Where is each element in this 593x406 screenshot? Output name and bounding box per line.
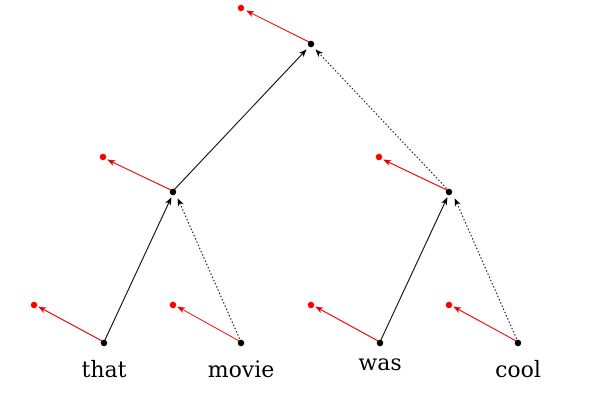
edge-cool-to-right-parent xyxy=(454,198,519,343)
node-root xyxy=(307,40,315,48)
output-dot-root xyxy=(237,4,245,12)
output-dot-movie xyxy=(169,301,177,309)
output-dot-right-parent xyxy=(375,153,383,161)
output-arrow-movie xyxy=(177,306,242,343)
edge-left-parent-to-root xyxy=(172,49,307,192)
edge-movie-to-left-parent xyxy=(177,198,242,343)
node-movie xyxy=(237,339,245,347)
word-movie: movie xyxy=(207,358,275,383)
edge-right-parent-to-root xyxy=(315,49,450,192)
node-cool xyxy=(514,339,522,347)
output-arrow-right-parent xyxy=(383,159,450,192)
word-that: that xyxy=(81,358,127,383)
edge-was-to-right-parent xyxy=(379,197,448,343)
output-arrow-was xyxy=(315,306,381,343)
output-dot-that xyxy=(30,301,38,309)
output-arrow-left-parent xyxy=(107,159,174,192)
edge-that-to-left-parent xyxy=(103,197,172,343)
node-was xyxy=(376,339,384,347)
output-dot-left-parent xyxy=(99,153,107,161)
output-dot-was xyxy=(307,301,315,309)
output-dot-cool xyxy=(445,301,453,309)
word-was: was xyxy=(358,351,402,376)
node-right-parent xyxy=(445,188,453,196)
output-arrow-that xyxy=(38,306,105,343)
node-left-parent xyxy=(169,188,177,196)
node-that xyxy=(100,339,108,347)
output-arrow-root xyxy=(246,10,312,44)
word-cool: cool xyxy=(495,358,541,383)
output-arrow-cool xyxy=(453,306,519,343)
